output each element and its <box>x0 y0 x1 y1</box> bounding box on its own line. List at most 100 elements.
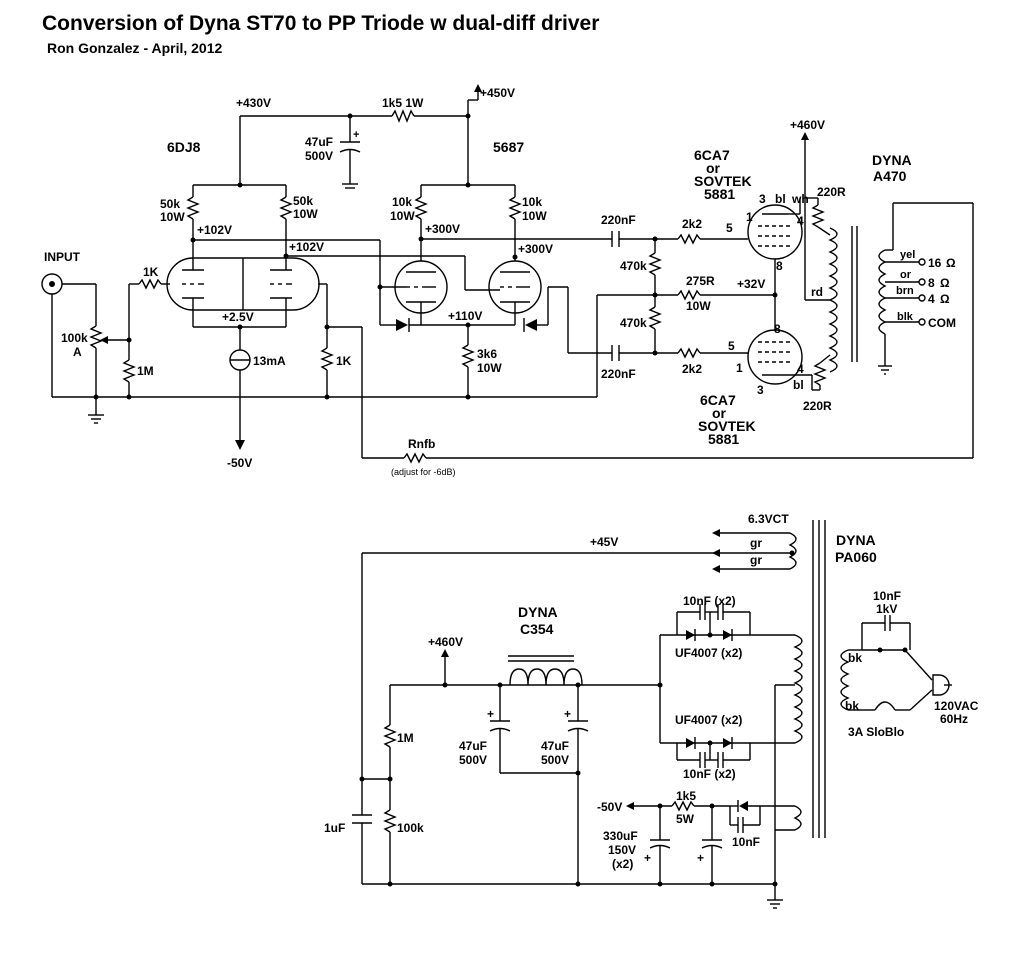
cap47-value: 47uF <box>305 135 333 149</box>
bk1-label: bk <box>848 651 862 665</box>
pin4-bottom: 4 <box>797 362 804 376</box>
c47b-value: 47uF <box>541 739 569 753</box>
v32-label: +32V <box>737 277 765 291</box>
power-supply-section: 6.3VCT gr gr +45V 1uF DYNA PA060 <box>324 512 979 909</box>
vneg50-psu: -50V <box>597 800 622 814</box>
r10k-right-power: 10W <box>522 209 547 223</box>
pin8-top: 8 <box>776 259 783 273</box>
current-source-label: 13mA <box>253 354 286 368</box>
r10k-right-value: 10k <box>522 195 542 209</box>
v460-psu: +460V <box>428 635 463 649</box>
ptube-top-2: or <box>706 160 721 176</box>
bk2-label: bk <box>845 699 859 713</box>
pin5-bottom: 5 <box>728 339 735 353</box>
v110-label: +110V <box>448 309 482 323</box>
brn-label: brn <box>896 285 914 297</box>
r275-value: 275R <box>686 274 715 288</box>
uf4007-top-label: UF4007 (x2) <box>675 646 742 660</box>
input-label: INPUT <box>44 250 81 264</box>
svg-text:+: + <box>644 851 651 865</box>
amplifier-section: +430V 1k5 1W +450V + 47uF 500V 6DJ8 5687… <box>41 84 974 477</box>
r50k-right-value: 50k <box>293 194 313 208</box>
rnfb-label: Rnfb <box>408 437 435 451</box>
r1k5-bias-power: 5W <box>676 812 695 826</box>
r3k6-power: 10W <box>477 361 502 375</box>
schematic-title: Conversion of Dyna ST70 to PP Triode w d… <box>42 12 599 35</box>
ptube-bot-1: 6CA7 <box>700 392 736 408</box>
mains-voltage: 120VAC <box>934 699 979 713</box>
c10n-top-label: 10nF (x2) <box>683 594 736 608</box>
r1m-psu: 1M <box>397 731 414 745</box>
wh-label: wh <box>791 192 809 206</box>
ptube-bot-3: SOVTEK <box>698 418 756 434</box>
svg-text:+: + <box>487 707 494 721</box>
tap8-label: 8 <box>928 276 935 290</box>
svg-text:+: + <box>697 851 704 865</box>
choke-model: C354 <box>520 621 554 637</box>
r275-power: 10W <box>686 299 711 313</box>
r2k2-bottom: 2k2 <box>682 362 702 376</box>
tube-5687-label: 5687 <box>493 139 524 155</box>
r220-bottom: 220R <box>803 399 832 413</box>
c10n-bottom-label: 10nF (x2) <box>683 767 736 781</box>
pt-model: PA060 <box>835 549 877 565</box>
tap4-label: 4 <box>928 292 935 306</box>
r3k6-value: 3k6 <box>477 347 497 361</box>
r470k-bottom: 470k <box>620 316 647 330</box>
pin5-top: 5 <box>726 221 733 235</box>
gr2-label: gr <box>750 553 762 567</box>
pin4-top: 4 <box>797 214 804 228</box>
svg-text:+: + <box>353 129 359 141</box>
fuse-label: 3A SloBlo <box>848 725 904 739</box>
pin1-bottom: 1 <box>736 361 743 375</box>
v45-label: +45V <box>590 535 618 549</box>
cap47-voltage: 500V <box>305 149 333 163</box>
tap16-label: 16 <box>928 256 942 270</box>
ptube-bot-4: 5881 <box>708 431 739 447</box>
pin3-bottom: 3 <box>757 383 764 397</box>
ohm-8: Ω <box>940 276 950 290</box>
r470k-top: 470k <box>620 259 647 273</box>
blk-label: blk <box>897 311 914 323</box>
c10n-1kv-voltage: 1kV <box>876 602 897 616</box>
r10k-left-power: 10W <box>390 209 415 223</box>
v2-5-label: +2.5V <box>222 310 254 324</box>
r1m-label: 1M <box>137 364 154 378</box>
r2k2-top: 2k2 <box>682 217 702 231</box>
ptube-top-3: SOVTEK <box>694 173 752 189</box>
r100k-psu: 100k <box>397 821 424 835</box>
r1k-input-label: 1K <box>143 265 159 279</box>
c47a-voltage: 500V <box>459 753 487 767</box>
heater-label: 6.3VCT <box>748 512 789 526</box>
bl-top: bl <box>775 192 786 206</box>
r50k-right-power: 10W <box>293 207 318 221</box>
yel-label: yel <box>900 249 915 261</box>
ot-brand: DYNA <box>872 152 912 168</box>
c220-bottom: 220nF <box>601 367 636 381</box>
bl-bottom: bl <box>793 378 804 392</box>
pin8-bottom: 8 <box>774 322 781 336</box>
r1k5-label: 1k5 1W <box>382 96 424 110</box>
v102-right: +102V <box>289 240 324 254</box>
com-label: COM <box>928 316 956 330</box>
r1k-feedback-label: 1K <box>336 354 352 368</box>
rd-label: rd <box>811 285 823 299</box>
or-label: or <box>900 269 912 281</box>
v450-label: +450V <box>480 86 515 100</box>
c47b-voltage: 500V <box>541 753 569 767</box>
v102-left: +102V <box>197 223 232 237</box>
rnfb-note: (adjust for -6dB) <box>391 467 456 477</box>
v300-left: +300V <box>425 222 460 236</box>
r220-top: 220R <box>817 185 846 199</box>
pt-brand: DYNA <box>836 532 876 548</box>
v460-amp: +460V <box>790 118 825 132</box>
c47a-value: 47uF <box>459 739 487 753</box>
uf4007-bottom-label: UF4007 (x2) <box>675 713 742 727</box>
mains-freq: 60Hz <box>940 712 968 726</box>
ot-model: A470 <box>873 168 907 184</box>
r50k-left-power: 10W <box>160 210 185 224</box>
v430-label: +430V <box>236 96 271 110</box>
schematic-subtitle: Ron Gonzalez - April, 2012 <box>47 40 223 56</box>
c330-value: 330uF <box>603 829 638 843</box>
